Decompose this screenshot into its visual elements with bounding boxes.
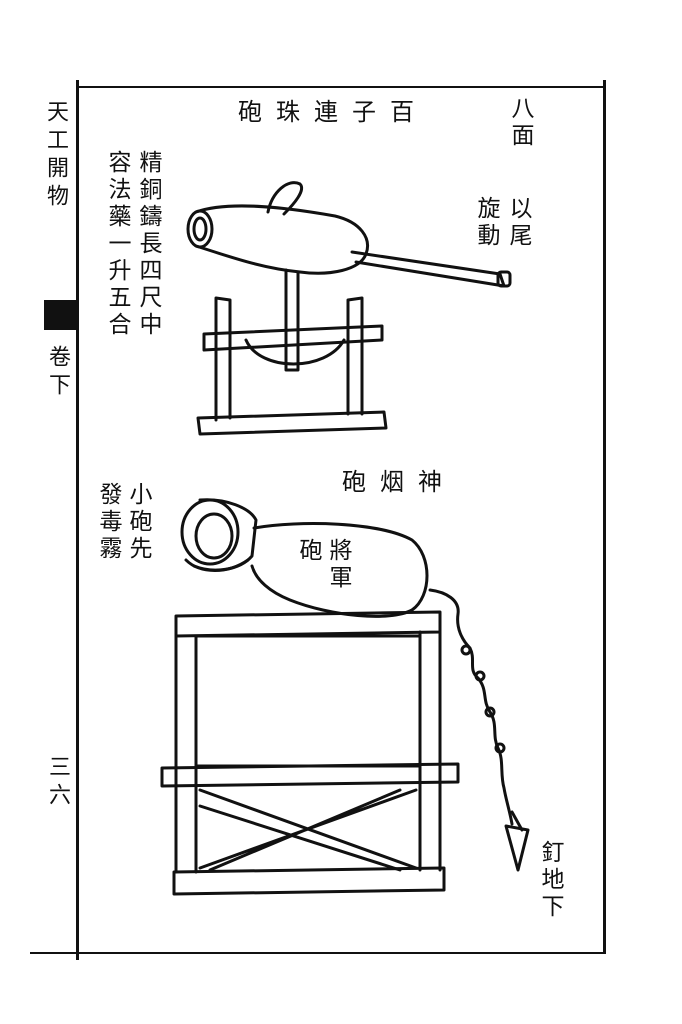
frame-base (172, 866, 446, 896)
cannon-label-col2: 砲 (295, 538, 321, 565)
page-number: 三六 (45, 755, 70, 811)
upper-cannon-tail-rod (350, 250, 506, 288)
book-title: 天工開物 (43, 100, 68, 212)
frame-right-post (418, 630, 442, 872)
frame-inner-panel (194, 634, 422, 768)
fuse-cord (428, 588, 514, 826)
upper-caption-right-col1: 以尾 (505, 196, 531, 250)
upper-cannon-handle (266, 181, 303, 216)
upper-caption-right-col2: 旋動 (473, 196, 499, 250)
lower-figure-title: 神烟砲 (342, 468, 456, 496)
upper-stand-right-post (346, 296, 364, 416)
page-border-left (76, 80, 79, 960)
lower-caption-col2: 發毒霧 (95, 482, 121, 563)
upper-cannon-barrel (194, 204, 369, 275)
lower-caption-col1: 小砲先 (125, 482, 151, 563)
upper-figure-title: 百子連珠砲 (238, 98, 428, 126)
frame-x-brace (198, 788, 418, 872)
upper-stand-crossbeam (202, 324, 384, 352)
upper-pivot-post (284, 268, 300, 372)
upper-caption-col2: 容法藥一升五合 (104, 150, 130, 339)
smoke-cannon-drawing (160, 498, 530, 896)
ground-stake (504, 824, 530, 872)
upper-stand-base (196, 410, 388, 436)
upper-pivot-bowl (244, 338, 346, 366)
page-border-top (76, 86, 606, 88)
upper-caption-col1: 精銅鑄長四尺中 (135, 150, 161, 339)
stake-label: 釘地下 (537, 840, 563, 921)
upper-cannon-muzzle (186, 209, 214, 249)
small-cannon-mouth (180, 498, 240, 566)
upper-caption-top-right: 八面 (507, 96, 533, 150)
fish-tail-mark (44, 300, 76, 330)
page-border-bottom (30, 952, 606, 954)
page-border-right (603, 80, 606, 952)
upper-stand-left-post (214, 296, 232, 422)
cannon-label-col1: 將軍 (325, 538, 351, 592)
volume-label: 卷下 (45, 345, 70, 401)
hundred-bead-cannon-drawing (186, 181, 512, 436)
general-cannon-body (250, 522, 429, 618)
frame-left-post (174, 634, 198, 874)
frame-middle-rail (160, 762, 460, 788)
